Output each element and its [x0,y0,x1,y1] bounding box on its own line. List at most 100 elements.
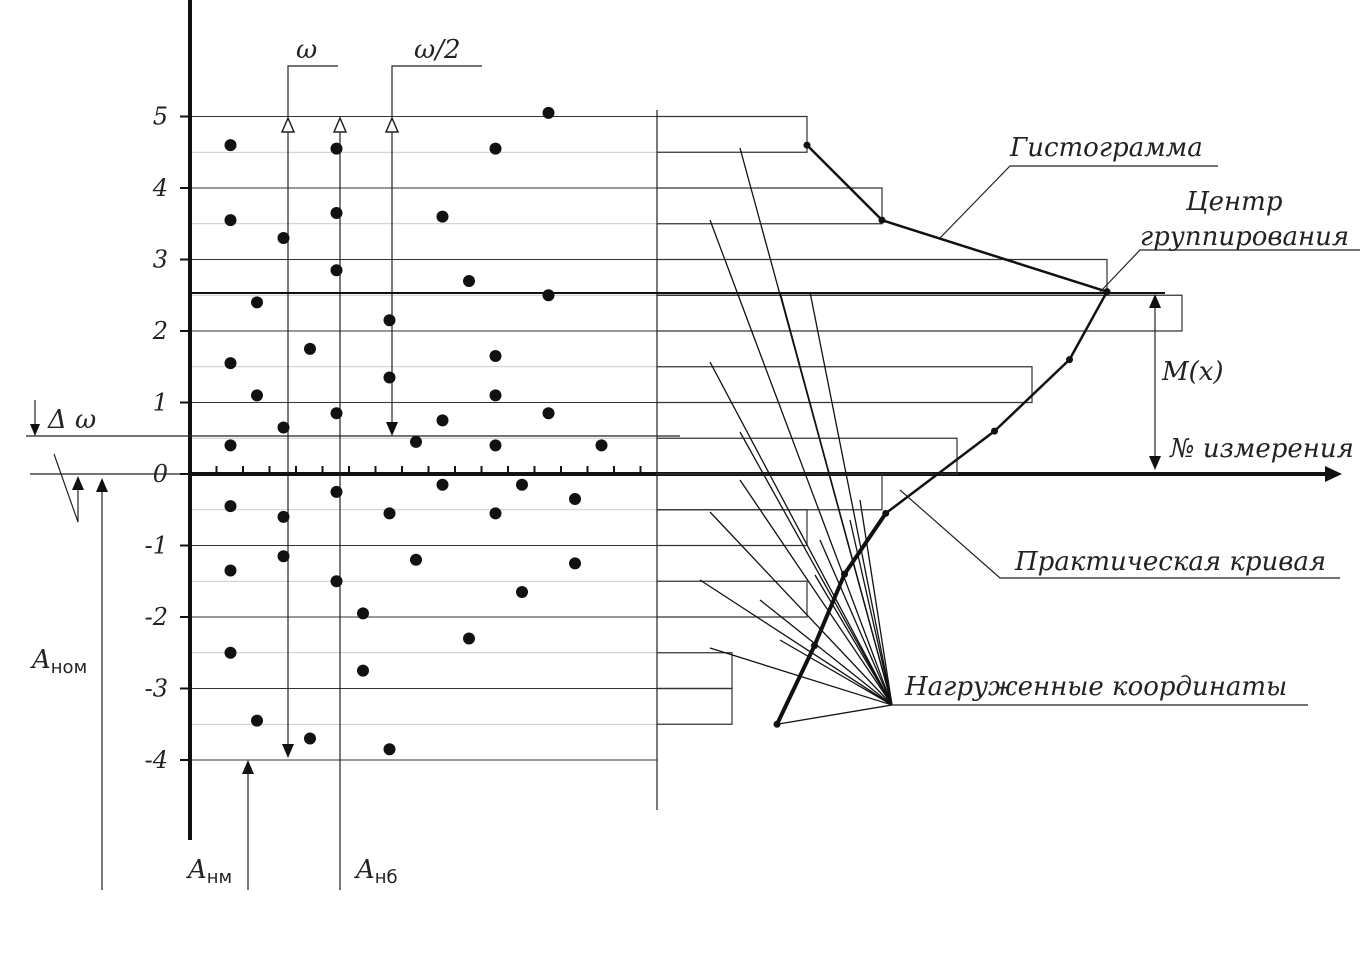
annotations: Гистограмма Центр группирования № измере… [890,133,1360,706]
fan-line [814,574,893,706]
histogram-bar [657,652,733,690]
measurement-point [251,714,263,727]
measurement-point [251,389,263,402]
fan-line [849,519,893,706]
measurement-point [489,439,502,452]
measurement-point [224,357,237,370]
omega-markers: ω ω/2 [280,35,482,890]
measurement-point [436,478,449,491]
fan-line [739,431,893,706]
curve-point [882,509,890,517]
delta-omega-label: Δ ω [47,405,96,435]
fan-line [759,599,893,706]
measurement-point [330,485,343,498]
histogram-bar [657,580,808,618]
fan-line [776,704,893,725]
fan-line [709,361,893,706]
delta-omega-marker: Δ ω [26,400,680,523]
measurement-point [542,407,555,420]
fan-line [739,479,893,706]
fan-line [819,539,893,706]
histogram-bar [657,187,883,225]
fan-line [779,291,893,706]
histogram-label: Гистограмма [1009,133,1203,163]
omega-half-label: ω/2 [414,35,461,65]
fan-line [809,291,893,706]
measurement-point [383,743,396,756]
fan-line [779,639,893,706]
fan-line [859,499,893,706]
y-tick-label: -4 [145,746,168,774]
mx-marker: M(x) [1149,294,1224,470]
measurement-point [304,342,316,355]
measurement-point [251,296,263,309]
measurement-point [277,510,290,523]
x-ticks [215,466,642,474]
y-tick-label: 5 [153,103,168,131]
histogram-bar [657,115,808,153]
grid-lines [190,116,657,761]
histogram-bar [657,509,808,547]
measurement-point [436,210,449,223]
fan-line [709,511,893,706]
measurement-point [224,564,237,577]
measurement-point [383,314,396,327]
measurement-point [224,439,237,452]
curve-point [991,427,998,435]
measurement-point [277,421,290,434]
measurement-point [277,550,290,563]
measurement-point [357,607,369,620]
y-tick-label: 2 [152,317,168,345]
y-tick-label: -2 [145,603,168,631]
measurement-point [410,435,422,448]
measurement-point [489,142,502,155]
omega-half-top-arrow [384,116,400,133]
measurement-point [542,106,555,119]
curve-point [1066,356,1073,364]
measurement-point [489,389,502,402]
histogram-bar [657,366,1033,404]
measurement-point [516,585,528,598]
anb-top-arrow [332,116,348,133]
loaded-coordinate-lines [699,147,893,725]
histogram-bar [657,687,733,725]
measurement-point [330,207,343,220]
y-tick-label: 1 [153,389,168,417]
measurement-point [383,507,396,520]
curve-segment [993,358,1071,433]
curve-segment [806,144,883,222]
measurement-point [224,500,237,513]
omega-half-leader [391,65,482,120]
measurement-point [330,142,343,155]
measurement-point [330,407,343,420]
measurement-point [330,575,343,588]
histogram-bar [657,437,958,475]
measurement-point [304,732,316,745]
measurement-point [224,139,237,152]
curve-point [811,642,818,650]
measurement-point [436,414,449,427]
measurement-point [569,557,581,570]
y-tick-label: -1 [145,532,168,560]
measurement-point [463,632,475,645]
measurement-point [224,214,237,227]
measurement-point [489,507,502,520]
x-axis-arrow [1325,466,1342,482]
measurement-point [410,553,422,566]
y-tick-label: 4 [152,174,168,202]
measurement-points [224,106,608,756]
practical-curve-label: Практическая кривая [1014,547,1326,577]
fan-line [709,647,893,706]
curve-segment [842,512,888,576]
curve-point [803,141,811,149]
measurement-point [330,264,343,277]
measurement-point [542,289,555,302]
measurement-point [489,350,502,363]
omega-top-arrow [280,116,296,133]
histogram-bar [657,258,1108,296]
curve-segment [884,430,996,515]
measurement-point [383,371,396,384]
omega-label: ω [296,35,317,65]
fan-line [709,219,893,706]
curve-point [878,216,886,224]
